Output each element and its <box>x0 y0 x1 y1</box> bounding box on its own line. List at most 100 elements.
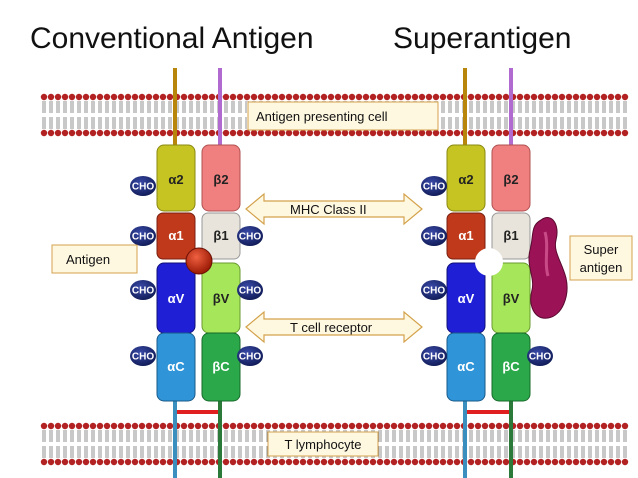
lipid-tail <box>56 430 60 442</box>
lipid-tail <box>203 101 207 113</box>
lipid-head <box>264 458 272 466</box>
lipid-tail <box>497 446 501 458</box>
lipid-head <box>418 129 426 137</box>
lipid-head <box>236 129 244 137</box>
arrows: MHC Class II T cell receptor <box>245 192 423 344</box>
lipid-tail <box>154 430 158 442</box>
left-betaC-label: βC <box>212 359 230 374</box>
lipid-head <box>131 93 139 101</box>
lipid-tail <box>224 446 228 458</box>
lipid-tail <box>455 117 459 129</box>
lipid-head <box>565 422 573 430</box>
left-alphaC-domain <box>156 332 196 402</box>
lipid-head <box>40 129 48 137</box>
lipid-head <box>502 93 510 101</box>
lipid-head <box>488 458 496 466</box>
lipid-head <box>68 93 76 101</box>
lipid-head <box>502 422 510 430</box>
left-alphaV-label: αV <box>168 291 185 306</box>
lipid-head <box>544 458 552 466</box>
right-alphaV-label: αV <box>458 291 475 306</box>
lipid-head <box>453 93 461 101</box>
lipid-tail <box>483 101 487 113</box>
lipid-head <box>425 93 433 101</box>
lipid-head <box>579 93 587 101</box>
lipid-tail <box>441 430 445 442</box>
lipid-head <box>488 129 496 137</box>
lipid-tail <box>588 446 592 458</box>
lipid-head <box>467 422 475 430</box>
lipid-head <box>96 458 104 466</box>
lipid-head <box>551 129 559 137</box>
lipid-tail <box>203 117 207 129</box>
lipid-tail <box>77 430 81 442</box>
mhc-double-arrow <box>245 192 423 226</box>
lipid-head <box>369 458 377 466</box>
lipid-tail <box>133 117 137 129</box>
lipid-tail <box>483 117 487 129</box>
lipid-tail <box>476 117 480 129</box>
lipid-head <box>474 422 482 430</box>
left-alphaC-label: αC <box>167 359 185 374</box>
lipid-head <box>306 93 314 101</box>
lipid-head <box>299 129 307 137</box>
lipid-head <box>257 93 265 101</box>
lipid-head <box>201 93 209 101</box>
lipid-tail <box>49 446 53 458</box>
lipid-head <box>614 129 622 137</box>
right-mhc-tcr-complex <box>446 144 568 402</box>
lipid-head <box>544 93 552 101</box>
lipid-head <box>579 422 587 430</box>
lipid-tail <box>595 430 599 442</box>
lipid-head <box>341 129 349 137</box>
lipid-head <box>593 458 601 466</box>
lipid-head <box>432 458 440 466</box>
lipid-tail <box>210 101 214 113</box>
lipid-tail <box>238 430 242 442</box>
lipid-head <box>383 93 391 101</box>
right-beta1-domain <box>491 212 531 260</box>
lipid-tail <box>133 101 137 113</box>
right-alphaC-label: αC <box>457 359 475 374</box>
lipid-tail <box>224 430 228 442</box>
lipid-head <box>299 422 307 430</box>
lipid-head <box>530 458 538 466</box>
lipid-tail <box>441 101 445 113</box>
lipid-head <box>208 93 216 101</box>
super-antigen-label-line2: antigen <box>580 260 623 275</box>
lipid-head <box>453 458 461 466</box>
lipid-tail <box>602 446 606 458</box>
lipid-tail <box>497 430 501 442</box>
lipid-tail <box>133 430 137 442</box>
cho-badge <box>237 280 263 300</box>
lipid-tail <box>119 446 123 458</box>
lipid-head <box>117 422 125 430</box>
lipid-head <box>236 422 244 430</box>
lipid-head <box>453 422 461 430</box>
lipid-tail <box>189 430 193 442</box>
stalks <box>173 68 513 478</box>
lipid-head <box>257 422 265 430</box>
lipid-tail <box>378 430 382 442</box>
lipid-tail <box>42 430 46 442</box>
lipid-head <box>439 93 447 101</box>
lipid-tail <box>224 101 228 113</box>
lipid-head <box>327 422 335 430</box>
lipid-tail <box>203 430 207 442</box>
lipid-tail <box>238 101 242 113</box>
lipid-head <box>614 93 622 101</box>
lipid-tail <box>553 101 557 113</box>
lipid-head <box>292 422 300 430</box>
lipid-head <box>355 93 363 101</box>
lipid-head <box>152 422 160 430</box>
lipid-tail <box>126 446 130 458</box>
lipid-head <box>145 422 153 430</box>
cho-badge <box>237 226 263 246</box>
lipid-head <box>208 129 216 137</box>
lipid-head <box>404 129 412 137</box>
lipid-head <box>467 458 475 466</box>
lipid-head <box>607 93 615 101</box>
lipid-tail <box>105 430 109 442</box>
lipid-tail <box>581 446 585 458</box>
lipid-head <box>607 129 615 137</box>
